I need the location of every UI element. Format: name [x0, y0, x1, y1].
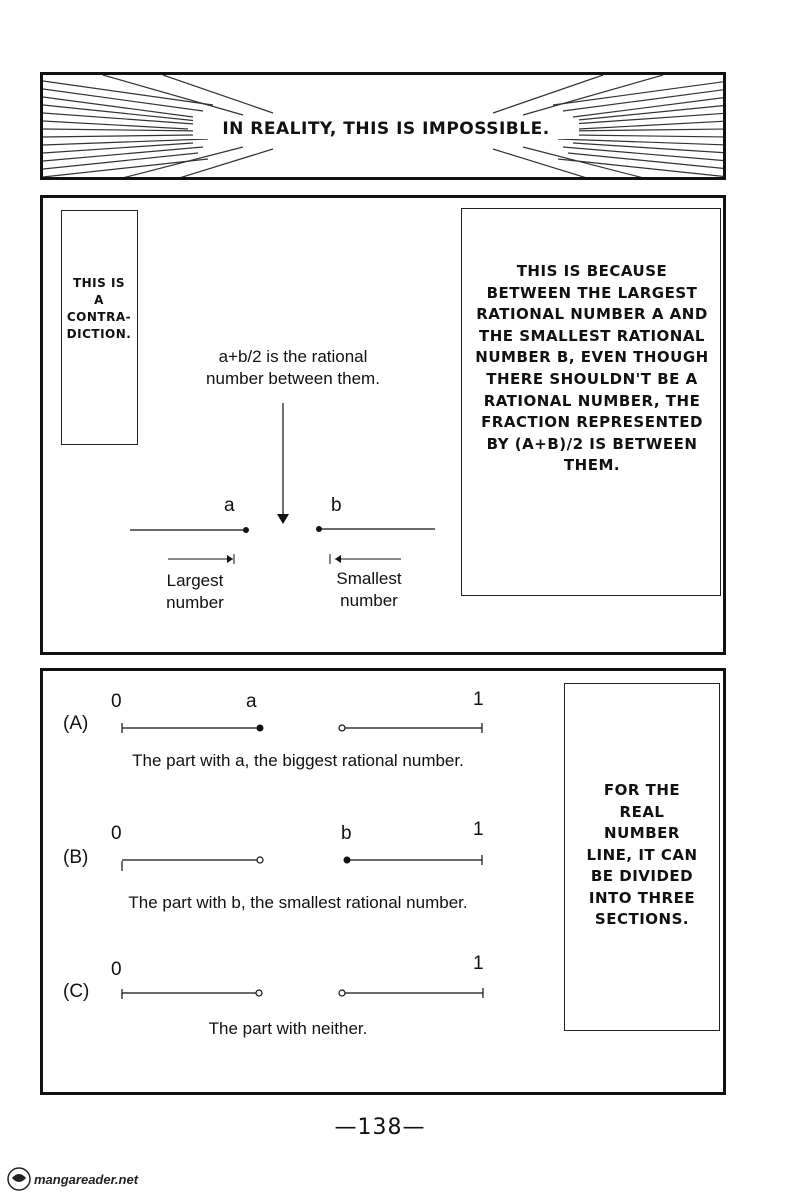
top-caption: IN REALITY, THIS IS IMPOSSIBLE.	[193, 119, 579, 139]
row-a-mid: a	[246, 691, 257, 712]
row-a-caption: The part with a, the biggest rational nu…	[132, 751, 464, 770]
row-c-one: 1	[473, 953, 484, 974]
sections-box: FOR THE REAL NUMBER LINE, IT CAN BE DIVI…	[564, 683, 720, 1031]
explanation-text: THIS IS BECAUSE BETWEEN THE LARGEST RATI…	[475, 262, 709, 475]
row-b-caption: The part with b, the smallest rational n…	[128, 893, 468, 912]
largest-label: Largest number	[166, 571, 224, 612]
contradiction-box: THIS IS A CONTRA- DICTION.	[61, 210, 138, 445]
row-c-open-point-1	[255, 989, 263, 997]
sections-text: FOR THE REAL NUMBER LINE, IT CAN BE DIVI…	[586, 781, 698, 928]
three-sections-diagram	[121, 723, 484, 999]
row-b-open-point	[256, 856, 264, 864]
row-c-caption: The part with neither.	[208, 1019, 368, 1038]
row-c-tag: (C)	[63, 981, 90, 1002]
row-a-point-a	[256, 724, 264, 732]
contradiction-text: THIS IS A CONTRA- DICTION.	[66, 276, 132, 341]
row-b-mid: b	[341, 823, 352, 844]
row-a-zero: 0	[111, 691, 122, 712]
row-b-zero: 0	[111, 823, 122, 844]
speed-lines	[43, 75, 723, 177]
watermark: mangareader.net	[34, 1172, 139, 1187]
label-a: a	[224, 495, 235, 516]
midpoint-arrow-head	[277, 514, 289, 524]
row-b-one: 1	[473, 819, 484, 840]
row-a-open-point	[338, 724, 346, 732]
row-c-zero: 0	[111, 959, 122, 980]
row-a-one: 1	[473, 689, 484, 710]
page-number: —138—	[334, 1115, 426, 1140]
watermark-logo-icon	[6, 1166, 32, 1192]
smallest-label: Smallest number	[336, 569, 402, 610]
midpoint-caption: a+b/2 is the rational number between the…	[206, 347, 380, 388]
point-b	[316, 526, 322, 532]
bottom-panel: (A) 0 a 1 The part with a, the biggest r…	[40, 668, 726, 1095]
point-a	[243, 527, 249, 533]
row-c-open-point-2	[338, 989, 346, 997]
middle-panel: THIS IS A CONTRA- DICTION. a+b/2 is the …	[40, 195, 726, 655]
top-panel: IN REALITY, THIS IS IMPOSSIBLE.	[40, 72, 726, 180]
row-b-tag: (B)	[63, 847, 89, 868]
row-a-tag: (A)	[63, 713, 89, 734]
explanation-box: THIS IS BECAUSE BETWEEN THE LARGEST RATI…	[461, 208, 721, 596]
number-line-diagram	[130, 403, 435, 564]
label-b: b	[331, 495, 342, 516]
